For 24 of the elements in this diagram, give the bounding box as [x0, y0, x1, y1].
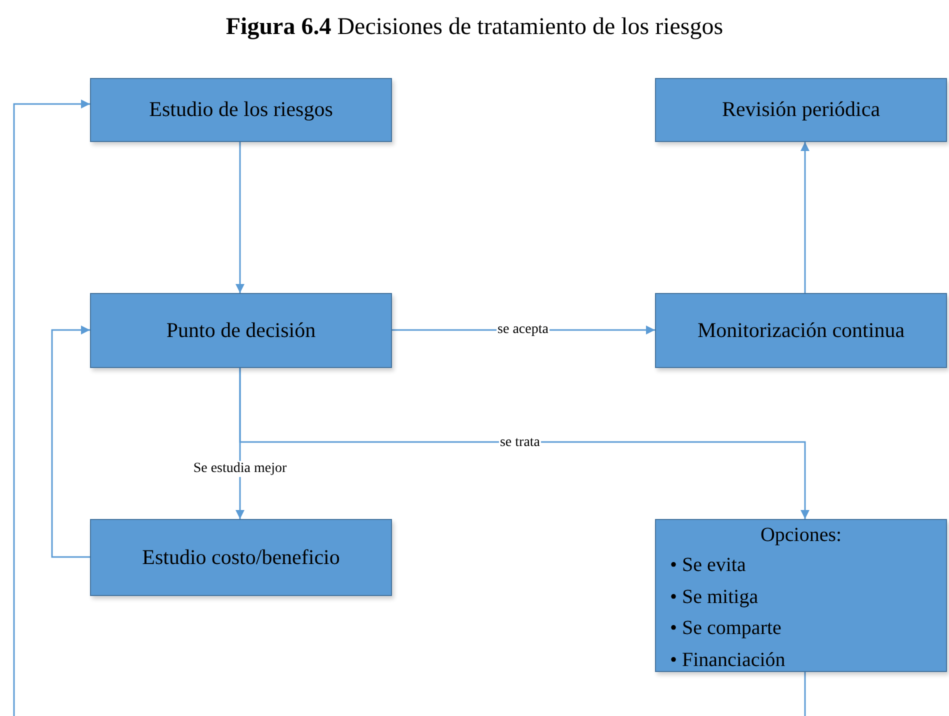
arrow — [236, 142, 244, 293]
process-box — [90, 78, 392, 142]
bullet-item: • Se comparte — [670, 616, 782, 641]
bullet-item: • Se evita — [670, 553, 747, 578]
arrow — [800, 142, 810, 293]
box-label: Revisión periódica — [722, 97, 880, 123]
bullet-item: • Financiación — [670, 648, 786, 672]
box-label: Estudio de los riesgos — [149, 97, 333, 123]
options-box — [655, 519, 947, 672]
box-label: Punto de decisión — [166, 318, 316, 344]
process-box — [655, 78, 947, 142]
process-box — [655, 293, 947, 368]
box-heading: Opciones: — [760, 523, 842, 548]
figure-title: Figura 6.4 Decisiones de tratamiento de los riesgos — [224, 14, 724, 41]
bullet-item: • Se mitiga — [670, 584, 760, 610]
box-label: Estudio costo/beneficio — [142, 544, 340, 570]
box-label: Monitorización continua — [697, 318, 905, 344]
process-box — [90, 519, 392, 596]
process-box — [90, 293, 392, 368]
arrow — [13, 100, 90, 716]
edge-label: Se estudia mejor — [192, 461, 288, 477]
arrow — [239, 368, 810, 519]
edge-label: se acepta — [496, 322, 550, 338]
arrow — [51, 326, 90, 558]
